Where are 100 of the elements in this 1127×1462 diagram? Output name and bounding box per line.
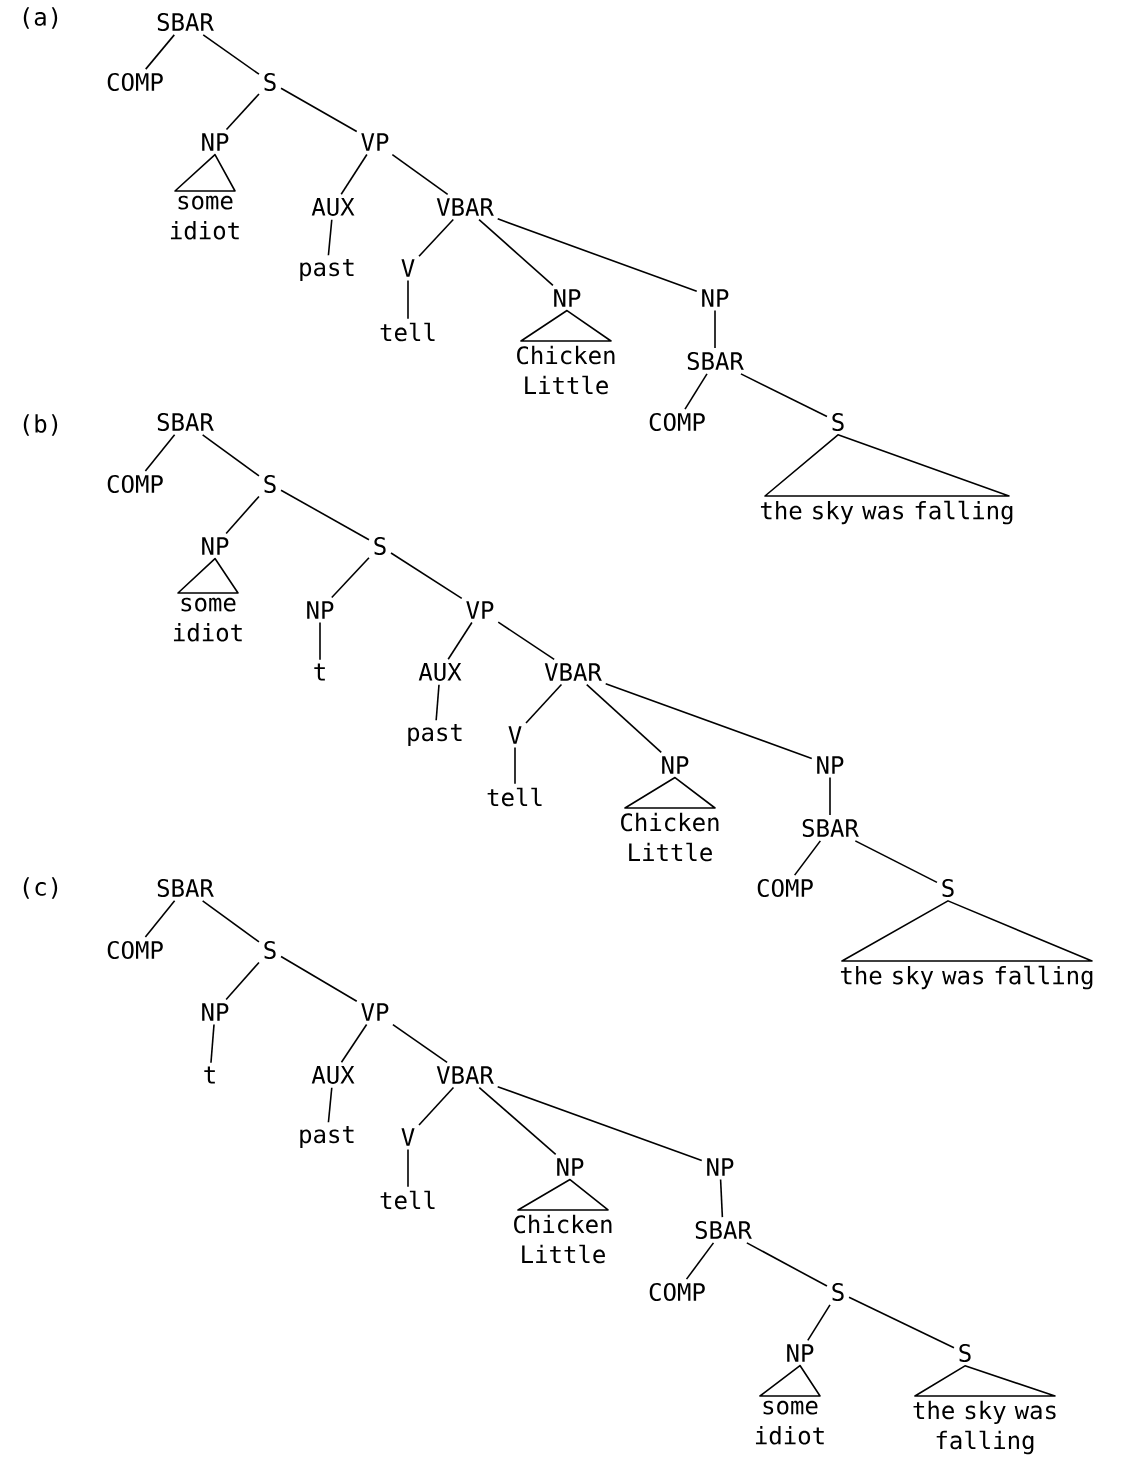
branch-line [201,434,260,477]
tree-label: NP [202,133,229,151]
tree-label: tell [380,1190,435,1210]
tree-label: NP [307,601,334,619]
branch-line [418,218,455,257]
tree-label: past [408,724,462,746]
branch-line [319,621,321,661]
branch-line [340,1023,368,1064]
leaf-text: some idiot [755,1400,824,1445]
branch-line [225,495,260,535]
branch-line [392,1023,448,1064]
branch-line [280,489,370,541]
tree-label: SBAR [157,878,214,898]
branch-line [719,1178,724,1218]
branch-line [740,373,828,418]
tree-label: NP [662,756,689,774]
leaf-text: some idiot [173,597,242,642]
branch-line [604,683,813,760]
branch-line [685,1242,715,1280]
tree-label: V [401,1128,415,1146]
branch-line [201,900,260,943]
tree-label: NP [787,1344,814,1362]
branch-line [390,552,463,600]
tree-label: S [832,412,844,432]
tree-label: NP [707,1158,734,1176]
branch-line [497,621,555,661]
tree-label: NP [202,537,229,555]
branch-line [144,34,176,70]
branch-line [496,1085,703,1162]
leaf-text: Chicken Little [514,1214,612,1264]
branch-line [391,153,449,196]
tree-label: NP [817,756,844,774]
branch-line [340,153,368,196]
panel-label: (a) [23,7,58,29]
branch-line [435,683,440,722]
tree-label: tell [380,322,435,342]
tree-label: VBAR [544,663,602,681]
branch-line [327,218,333,257]
branch-line [327,1086,333,1124]
tree-label: S [942,878,954,898]
leaf-text: some idiot [170,195,239,240]
branch-line [202,34,260,75]
branch-line [684,373,708,410]
branch-line [854,840,938,884]
tree-label: NP [554,289,581,307]
tree-label: VP [466,601,494,619]
tree-label: COMP [649,412,705,432]
branch-line [829,776,831,816]
branch-line [407,279,409,320]
branch-line [746,1242,828,1287]
tree-label: S [264,72,276,92]
branch-line [848,1296,955,1349]
branch-line [447,621,473,661]
tree-label: S [264,940,276,960]
leaf-text: Chicken Little [517,345,615,395]
tree-label: VP [361,133,389,151]
tree-label: S [374,536,386,556]
tree-label: S [832,1282,844,1302]
branch-line [714,309,716,349]
branch-line [514,746,516,785]
branch-line [225,93,260,131]
branch-line [144,900,176,938]
tree-label: S [959,1343,971,1363]
tree-label: VP [361,1003,389,1021]
leaf-text: the sky was falling [840,965,1093,990]
branch-line [525,683,563,724]
tree-label: COMP [649,1282,705,1302]
tree-label: NP [557,1158,584,1176]
branch-line [225,961,260,1001]
branch-line [496,218,698,293]
tree-label: SBAR [157,412,214,432]
branch-line [210,1023,215,1064]
branch-line [280,87,358,133]
tree-label: past [300,259,354,281]
tree-label: AUX [311,198,355,216]
branch-line [807,1304,831,1342]
branch-line [793,840,822,876]
tree-label: COMP [757,878,813,898]
tree-label: AUX [418,663,462,681]
branch-line [330,556,370,599]
tree-label: t [314,663,325,681]
branch-line [280,955,358,1002]
tree-label: V [508,726,522,744]
tree-label: S [264,474,276,494]
tree-label: SBAR [802,818,859,838]
tree-label: SBAR [695,1220,752,1240]
tree-label: SBAR [687,351,744,371]
tree-label: COMP [107,940,163,960]
tree-label: VBAR [436,198,494,216]
tree-label: t [204,1066,215,1084]
leaf-text: the sky was falling [913,1400,1056,1455]
branch-line [144,434,176,472]
branch-line [478,1086,557,1156]
tree-label: V [401,259,415,277]
tree-label: SBAR [157,12,214,32]
leaf-text: Chicken Little [621,812,719,862]
leaf-text: the sky was falling [760,500,1013,525]
branch-line [418,1086,455,1126]
tree-label: NP [202,1003,229,1021]
branch-line [478,218,554,287]
